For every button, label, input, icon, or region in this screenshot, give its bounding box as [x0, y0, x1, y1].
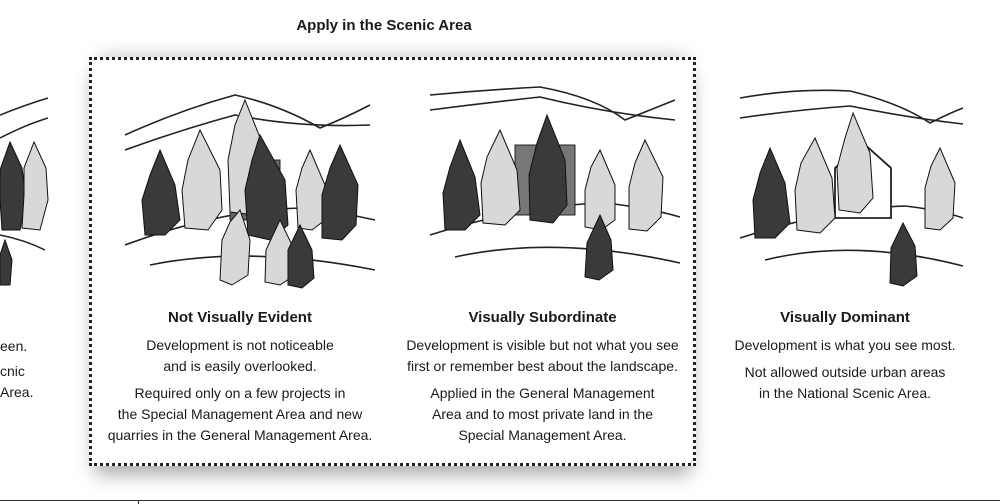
tree-icon — [889, 221, 918, 287]
partial-desc-line: een. — [0, 338, 28, 354]
bottom-divider-tick — [138, 500, 139, 504]
tree-icon — [528, 113, 568, 224]
panel-title: Visually Subordinate — [468, 309, 617, 326]
scene-illustration-not-visually-evident — [124, 94, 376, 289]
tree-icon — [219, 208, 251, 286]
tree-icon — [0, 140, 27, 231]
panel-visually-dominant: Visually Dominant Development is what yo… — [725, 307, 965, 410]
tree-icon — [480, 128, 521, 226]
tree-icon — [0, 238, 13, 286]
tree-icon — [181, 128, 223, 231]
partial-desc-line: cnic Area. — [0, 363, 34, 400]
scene-illustration-visually-subordinate — [429, 86, 681, 281]
tree-icon — [321, 143, 359, 241]
tree-icon — [752, 146, 791, 239]
panel-description: Development is what you see most. — [734, 337, 956, 353]
partial-panel-text: een. cnic Area. — [0, 336, 60, 409]
section-heading: Apply in the Scenic Area — [296, 17, 472, 34]
tree-icon — [924, 146, 956, 231]
panel-not-visually-evident: Not Visually Evident Development is not … — [105, 307, 375, 452]
tree-icon — [21, 140, 49, 231]
scene-illustration-visually-dominant — [739, 89, 964, 287]
panel-visually-subordinate: Visually Subordinate Development is visi… — [400, 307, 685, 452]
scene-illustration-partial — [0, 97, 49, 286]
tree-icon — [442, 138, 481, 231]
panel-description: Development is visible but not what you … — [406, 337, 679, 374]
tree-icon — [584, 213, 614, 281]
panel-title: Visually Dominant — [780, 309, 910, 326]
bottom-divider — [0, 500, 1000, 501]
tree-icon — [287, 223, 315, 289]
tree-icon — [584, 148, 616, 231]
tree-icon — [628, 138, 664, 232]
panel-title: Not Visually Evident — [168, 309, 312, 326]
tree-icon — [244, 133, 289, 241]
tree-icon — [141, 148, 181, 236]
tree-icon — [295, 148, 326, 231]
tree-icon — [794, 136, 836, 234]
tree-icon — [836, 111, 874, 214]
